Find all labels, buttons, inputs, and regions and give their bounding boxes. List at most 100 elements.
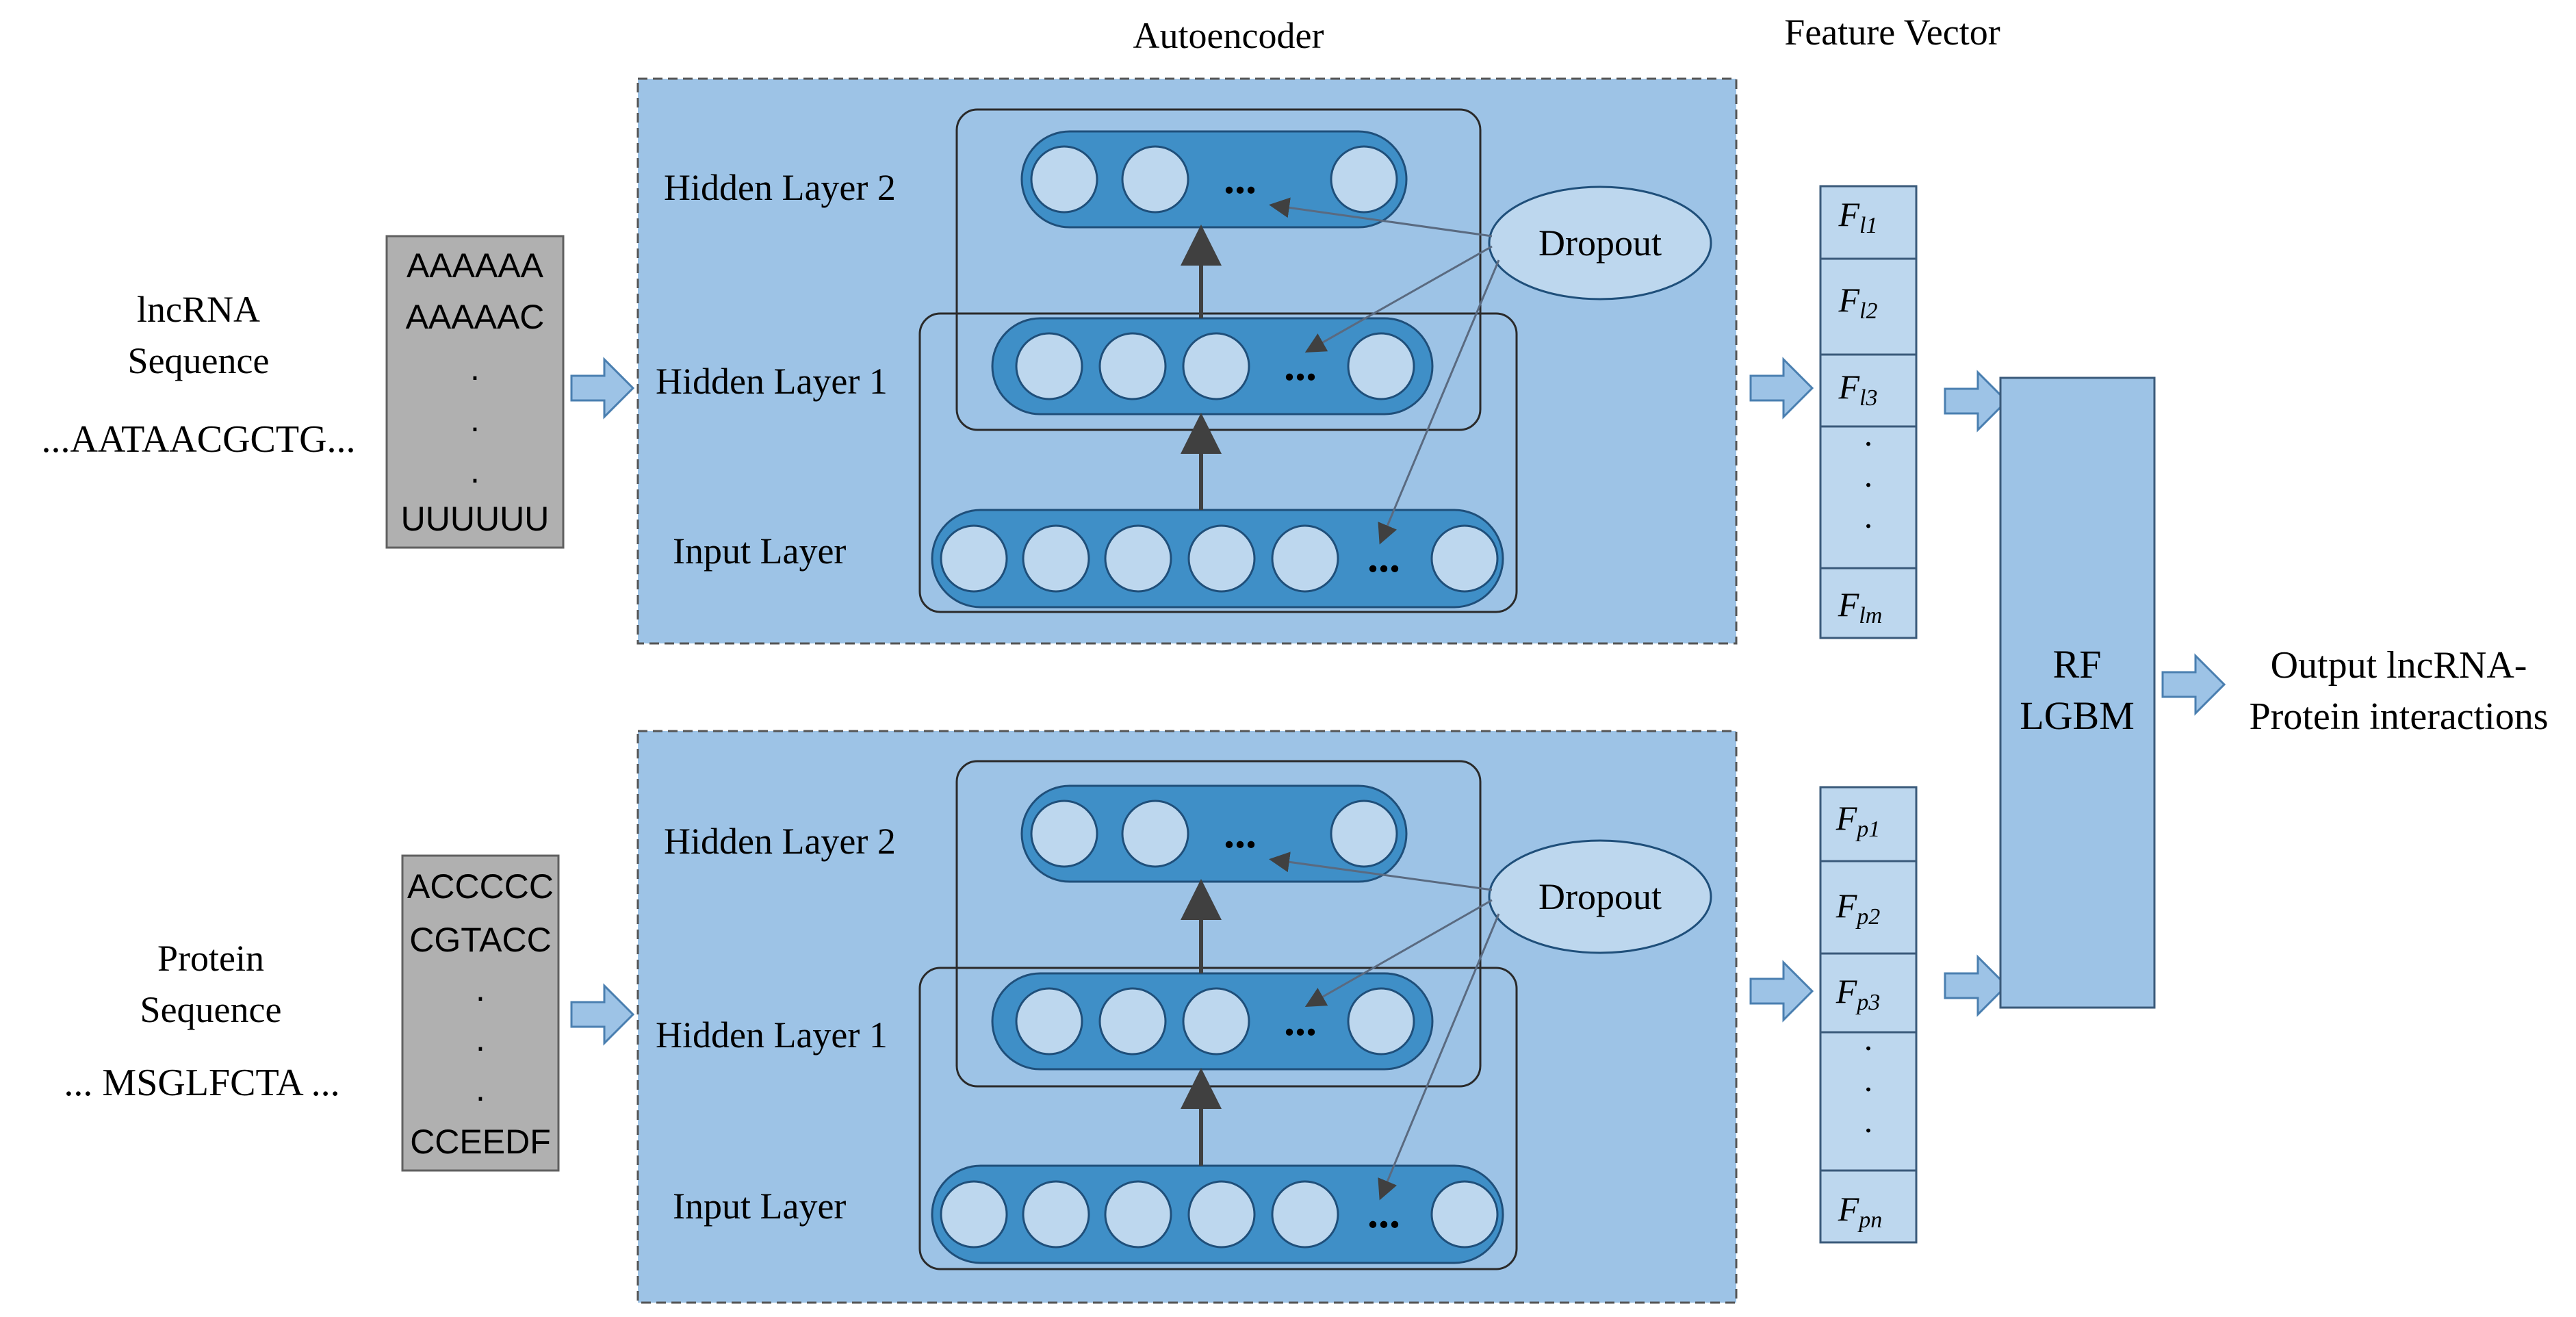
classifier-box — [1999, 376, 2156, 1009]
autoencoder-title: Autoencoder — [1133, 15, 1324, 56]
classifier-to-output-arrow — [2161, 654, 2226, 715]
lncrna-kmer-box — [385, 235, 565, 549]
lncrna-feature-vdot-2: · — [1863, 465, 1875, 504]
protein-dropout-arrow-h1 — [1304, 899, 1493, 1007]
lncrna-kmer-dot-2: . — [470, 400, 480, 439]
protein-in-node — [1187, 1180, 1256, 1249]
output-line2: Protein interactions — [2249, 695, 2548, 738]
protein-h2-node — [1330, 800, 1398, 868]
lncrna-kmer-dot-3: . — [470, 452, 480, 490]
lncrna-h2-ellipsis: ... — [1224, 154, 1257, 203]
protein-in-node — [1022, 1180, 1090, 1249]
lncrna-dropout-label: Dropout — [1538, 222, 1662, 264]
protein-feature-vector: Fp1 Fp2 Fp3 · · · Fpn — [1819, 786, 1918, 1244]
protein-h1-node — [1347, 987, 1415, 1056]
protein-h1-node — [1182, 987, 1250, 1056]
lncrna-feature-2: Fl2 — [1838, 281, 1878, 324]
lncrna-in-node — [1104, 524, 1172, 593]
classifier-line2: LGBM — [2020, 693, 2135, 738]
lncrna-to-autoencoder-arrow — [570, 358, 634, 418]
lncrna-feature-3: Fl3 — [1838, 368, 1878, 411]
lncrna-in-node — [1271, 524, 1339, 593]
lncrna-in-ellipsis: ... — [1367, 533, 1400, 581]
classifier-line1: RF — [2053, 642, 2102, 687]
protein-sequence: ... MSGLFCTA ... — [64, 1062, 339, 1104]
lncrna-in-node — [1430, 524, 1499, 593]
protein-to-autoencoder-arrow — [570, 984, 634, 1045]
protein-feature-vdot-3: · — [1863, 1111, 1875, 1149]
protein-in-ellipsis: ... — [1367, 1188, 1400, 1237]
protein-feature-vdot-1: · — [1863, 1029, 1875, 1067]
lncrna-features-to-classifier-arrow — [1944, 371, 2008, 431]
lncrna-h1-node — [1015, 332, 1083, 400]
lncrna-hidden2-label: Hidden Layer 2 — [664, 167, 896, 208]
feature-vector-title: Feature Vector — [1784, 12, 2000, 53]
protein-feature-last: Fpn — [1838, 1190, 1883, 1233]
lncrna-kmer-1: AAAAAA — [407, 246, 544, 285]
protein-kmer-dot-1: . — [476, 970, 485, 1008]
lncrna-to-features-arrow — [1749, 358, 1814, 418]
lncrna-dropout-arrow-h2 — [1269, 197, 1493, 238]
protein-dropout-ellipse — [1488, 839, 1712, 954]
lncrna-kmer-2: AAAAAC — [406, 298, 545, 336]
protein-kmer-2: CGTACC — [409, 921, 551, 959]
protein-branch: Protein Sequence ... MSGLFCTA ... ACCCCC… — [64, 730, 2008, 1304]
lncrna-h2-node — [1121, 145, 1189, 214]
protein-h2-node — [1030, 800, 1098, 868]
protein-feature-1: Fp1 — [1836, 799, 1881, 842]
protein-input-label: Input Layer — [673, 1186, 846, 1227]
protein-kmer-dot-3: . — [476, 1070, 485, 1108]
lncrna-feature-vdot-3: · — [1863, 507, 1875, 545]
lncrna-hidden1-label: Hidden Layer 1 — [656, 361, 888, 402]
lncrna-h1-node — [1347, 332, 1415, 400]
protein-h2-node — [1121, 800, 1189, 868]
protein-h1-node — [1015, 987, 1083, 1056]
protein-kmer-box — [401, 854, 560, 1172]
protein-h1-node — [1098, 987, 1167, 1056]
lncrna-kmer-last: UUUUUU — [401, 500, 550, 538]
lncrna-h2-node — [1330, 145, 1398, 214]
protein-label-line2: Sequence — [140, 989, 282, 1030]
protein-hidden2-label: Hidden Layer 2 — [664, 821, 896, 862]
lncrna-feature-vector: Fl1 Fl2 Fl3 · · · Flm — [1819, 185, 1918, 639]
protein-in-node — [1104, 1180, 1172, 1249]
lncrna-sequence: ...AATAACGCTG... — [41, 418, 355, 461]
lncrna-in-node — [940, 524, 1008, 593]
protein-feature-3: Fp3 — [1836, 972, 1881, 1015]
lncrna-dropout-arrow-h1 — [1304, 245, 1493, 353]
lncrna-lower-group-outline — [918, 312, 1518, 613]
protein-dropout-label: Dropout — [1538, 876, 1662, 917]
protein-lower-group-outline — [918, 967, 1518, 1270]
lncrna-kmer-dot-1: . — [470, 349, 480, 387]
protein-to-features-arrow — [1749, 961, 1814, 1021]
lncrna-input-label: Input Layer — [673, 530, 846, 572]
protein-hidden1-label: Hidden Layer 1 — [656, 1014, 888, 1056]
lncrna-branch: lncRNA Sequence ...AATAACGCTG... AAAAAA … — [41, 77, 2008, 645]
protein-feature-2: Fp2 — [1836, 886, 1881, 930]
lncrna-in-node — [1187, 524, 1256, 593]
lncrna-feature-1: Fl1 — [1838, 195, 1878, 238]
lncrna-dropout-arrow-input — [1378, 259, 1500, 545]
output-line1: Output lncRNA- — [2271, 644, 2527, 687]
protein-in-node — [940, 1180, 1008, 1249]
protein-dropout-arrow-input — [1378, 913, 1500, 1201]
protein-kmer-last: CCEEDF — [410, 1123, 551, 1161]
protein-feature-vdot-2: · — [1863, 1070, 1875, 1108]
lncrna-feature-last: Flm — [1838, 585, 1883, 628]
protein-in-node — [1430, 1180, 1499, 1249]
protein-features-to-classifier-arrow — [1944, 956, 2008, 1016]
lncrna-h1-node — [1182, 332, 1250, 400]
protein-kmer-dot-2: . — [476, 1020, 485, 1058]
lncrna-feature-vdot-1: · — [1863, 424, 1875, 463]
lncrna-in-node — [1022, 524, 1090, 593]
lncrna-dropout-ellipse — [1488, 186, 1712, 301]
lncrna-h2-node — [1030, 145, 1098, 214]
protein-label-line1: Protein — [157, 938, 264, 979]
lncrna-h1-node — [1098, 332, 1167, 400]
protein-h2-ellipsis: ... — [1224, 808, 1257, 857]
protein-kmer-1: ACCCCC — [407, 867, 554, 906]
protein-dropout-arrow-h2 — [1269, 852, 1493, 891]
lncrna-label-line1: lncRNA — [137, 289, 260, 330]
lncrna-label-line2: Sequence — [128, 340, 270, 381]
